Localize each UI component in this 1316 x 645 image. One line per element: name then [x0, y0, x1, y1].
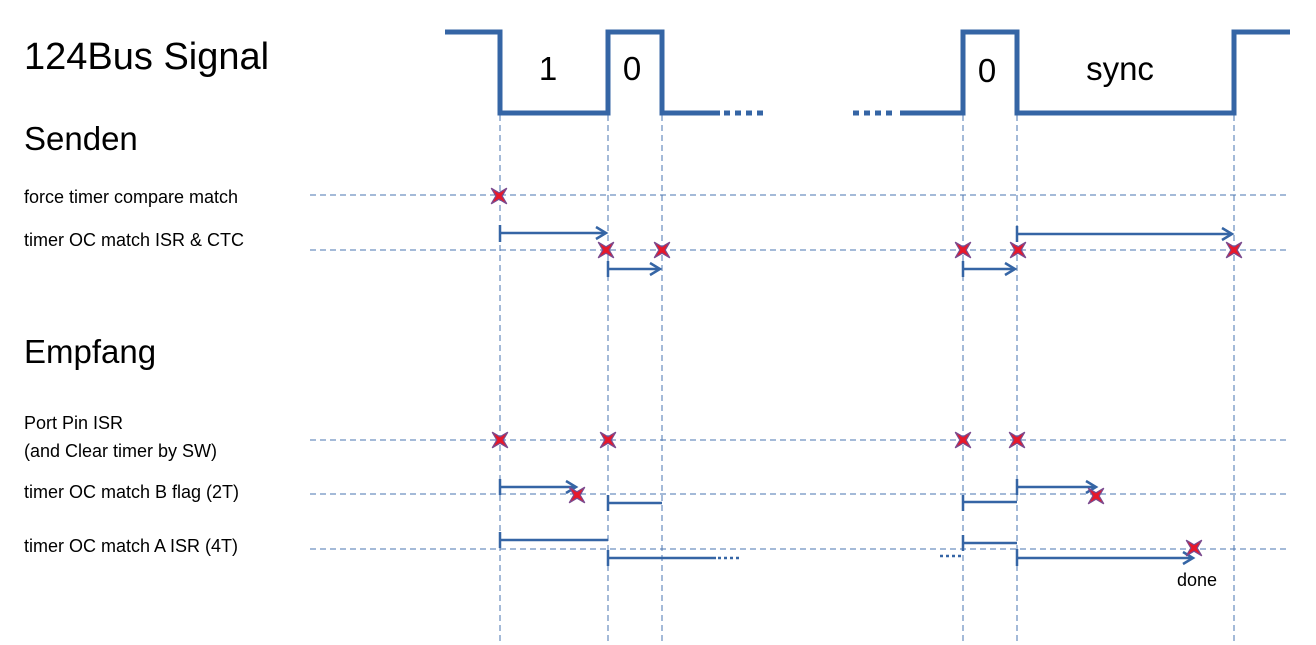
row-label-oc-match-isr-ctc: timer OC match ISR & CTC	[24, 230, 245, 250]
event-marker-icon	[954, 431, 972, 449]
event-marker-icon	[1185, 539, 1203, 557]
page-title: 124Bus Signal	[24, 36, 270, 78]
sync-label: sync	[1086, 50, 1154, 87]
event-marker-icon	[597, 241, 615, 259]
row-label-oc-match-a: timer OC match A ISR (4T)	[24, 536, 239, 556]
bus-signal-waveform	[445, 29, 1290, 116]
row-label-port-pin-isr: Port Pin ISR	[24, 413, 124, 433]
event-marker-icon	[568, 486, 586, 504]
event-marker-icon	[954, 241, 972, 259]
event-marker-icon	[653, 241, 671, 259]
event-marker-icon	[491, 431, 509, 449]
event-markers	[490, 187, 1243, 557]
section-empfang: Empfang	[24, 333, 157, 370]
bit-label-zero-b: 0	[977, 52, 997, 89]
event-marker-icon	[1087, 487, 1105, 505]
bit-label-one: 1	[538, 50, 558, 87]
horizontal-guides	[310, 194, 1290, 550]
event-marker-icon	[599, 431, 617, 449]
row-label-force-compare: force timer compare match	[24, 187, 239, 207]
row-label-port-pin-isr-sub: (and Clear timer by SW)	[24, 441, 218, 461]
interval-lines	[498, 225, 1235, 566]
row-label-oc-match-b: timer OC match B flag (2T)	[24, 482, 240, 502]
waveform-left	[445, 29, 720, 116]
event-marker-icon	[1008, 431, 1026, 449]
waveform-right	[900, 29, 1290, 116]
bit-label-zero-a: 0	[622, 50, 642, 87]
section-senden: Senden	[24, 120, 138, 157]
event-marker-icon	[1009, 241, 1027, 259]
event-marker-icon	[1225, 241, 1243, 259]
event-marker-icon	[490, 187, 508, 205]
done-label: done	[1176, 570, 1218, 590]
